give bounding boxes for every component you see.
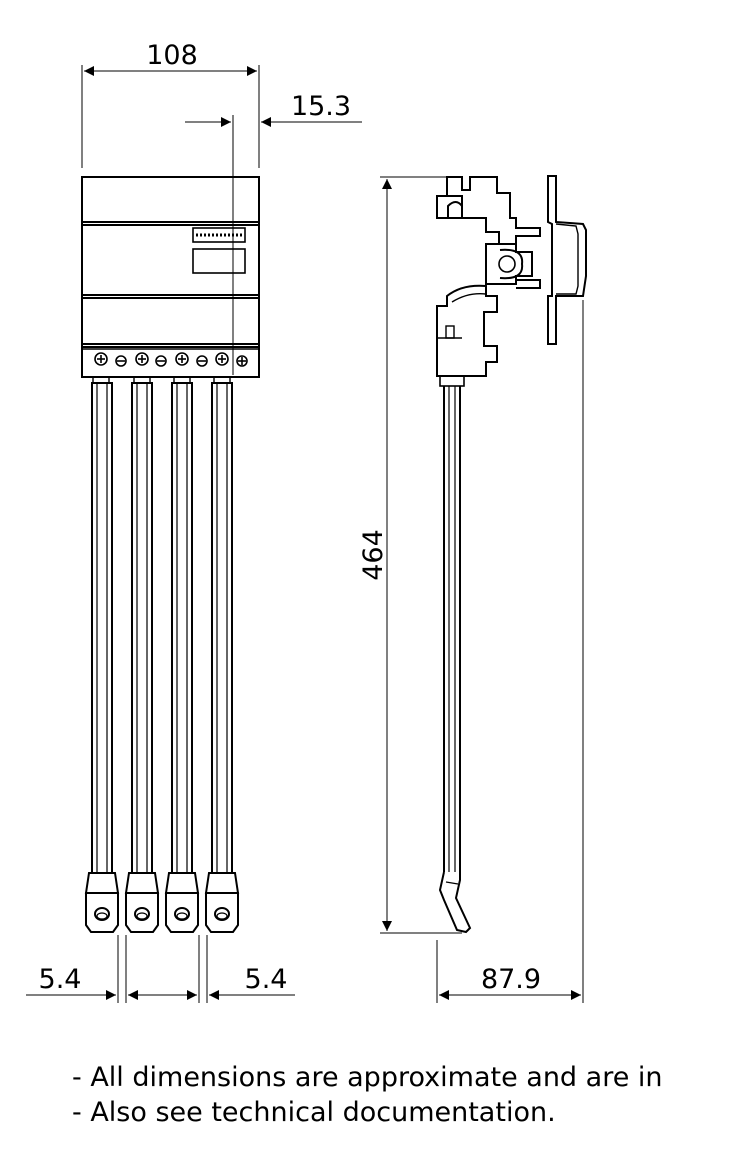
side-view <box>436 175 587 934</box>
dim-spacing-left-label: 5.4 <box>39 964 82 995</box>
label-window <box>192 248 246 274</box>
terminal-screws <box>94 352 248 367</box>
housing <box>81 176 260 348</box>
dim-depth-label: 87.9 <box>481 964 541 995</box>
terminal-strip <box>81 343 260 378</box>
connector-window <box>192 227 246 243</box>
upper-clamp <box>446 176 541 245</box>
dim-width-label: 108 <box>146 40 198 71</box>
dim-offset-label: 15.3 <box>291 91 351 122</box>
lower-clamp <box>436 284 498 377</box>
note-documentation: - Also see technical documentation. <box>72 1097 556 1128</box>
contact-section <box>485 243 533 285</box>
note-dimensions: - All dimensions are approximate and are… <box>72 1062 663 1093</box>
dim-spacing-right-label: 5.4 <box>245 964 288 995</box>
dim-height-label: 464 <box>358 529 389 581</box>
front-dimensions <box>26 65 362 1003</box>
front-view <box>81 176 260 933</box>
side-cable <box>438 386 472 934</box>
cable-lugs <box>84 872 240 933</box>
cables <box>91 382 233 874</box>
din-latch <box>547 175 587 345</box>
side-dimensions <box>380 176 584 1003</box>
